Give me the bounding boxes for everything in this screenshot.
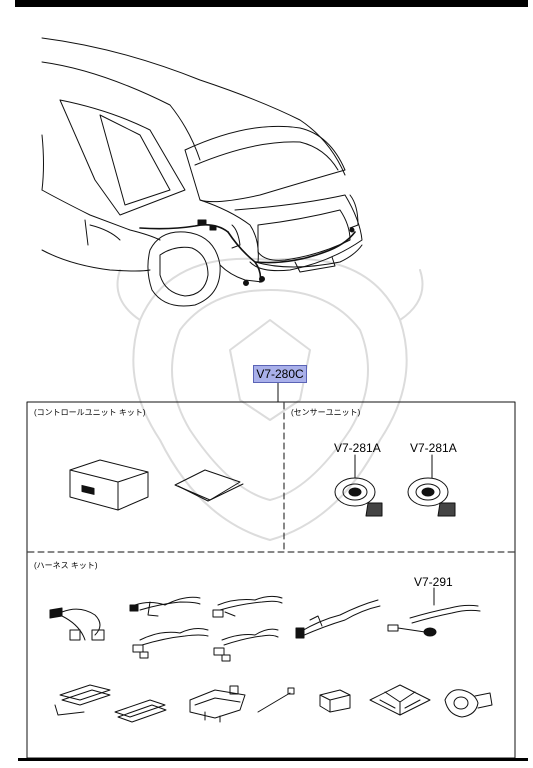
callout-harness-item[interactable]: V7-291 <box>414 575 453 589</box>
control-unit-illustration <box>69 459 149 511</box>
instruction-sheet-illustration <box>174 469 244 502</box>
sensor-left-illustration <box>334 454 383 517</box>
harness-items-illustration <box>49 587 493 723</box>
car-illustration <box>41 37 363 307</box>
callout-sensor-left[interactable]: V7-281A <box>334 441 381 455</box>
bottom-border <box>18 758 528 761</box>
main-part-number[interactable]: V7-280C <box>253 365 307 383</box>
sensor-right-illustration <box>407 454 456 517</box>
group-label-sensor-unit: (センサーユニット) <box>291 408 361 417</box>
group-label-control-unit-kit: (コントロールユニット キット) <box>34 408 146 417</box>
group-label-harness-kit: (ハーネス キット) <box>34 561 98 570</box>
watermark-emblem <box>116 257 424 541</box>
top-border <box>15 0 528 7</box>
callout-sensor-right[interactable]: V7-281A <box>410 441 457 455</box>
